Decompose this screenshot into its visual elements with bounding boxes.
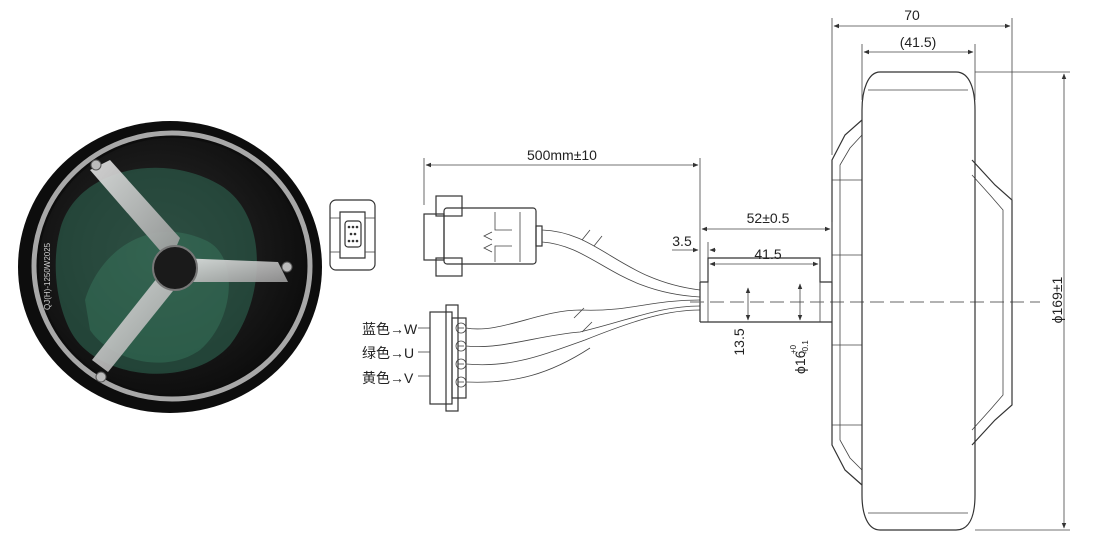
dim-shaft-tol-lower: -0.1 — [801, 340, 810, 354]
dim-cable-length: 500mm±10 — [527, 147, 597, 163]
axle — [699, 257, 832, 323]
wire-label-green: 绿色→U — [362, 345, 414, 361]
dim-wheel-diameter: ϕ169±1 — [1049, 276, 1065, 323]
motor-photo: QJ(H)-1250W2025 — [18, 121, 322, 413]
dim-flat-length: 41.5 — [754, 246, 781, 262]
cables — [465, 229, 701, 383]
wire-label-blue: 蓝色→W — [362, 321, 418, 337]
dim-shaft-base: ϕ16 — [792, 350, 808, 374]
signal-connector-side — [423, 195, 543, 277]
dim-shaft-diameter: ϕ16 +0 -0.1 — [789, 340, 810, 374]
power-connector — [418, 304, 467, 412]
dim-axle-length: 52±0.5 — [747, 210, 790, 226]
dim-small-offset: 3.5 — [672, 233, 692, 249]
signal-connector-front — [329, 199, 376, 271]
dim-flat-height: 13.5 — [731, 328, 747, 355]
dimension-lines — [423, 18, 1070, 531]
dim-overall-width: 70 — [904, 7, 920, 23]
wire-label-yellow: 黄色→V — [362, 370, 414, 386]
dim-tire-width: (41.5) — [900, 34, 937, 50]
dim-shaft-tol-upper: +0 — [789, 344, 798, 354]
wheel-side-view — [831, 71, 1013, 531]
photo-printed-label: QJ(H)-1250W2025 — [43, 242, 52, 310]
